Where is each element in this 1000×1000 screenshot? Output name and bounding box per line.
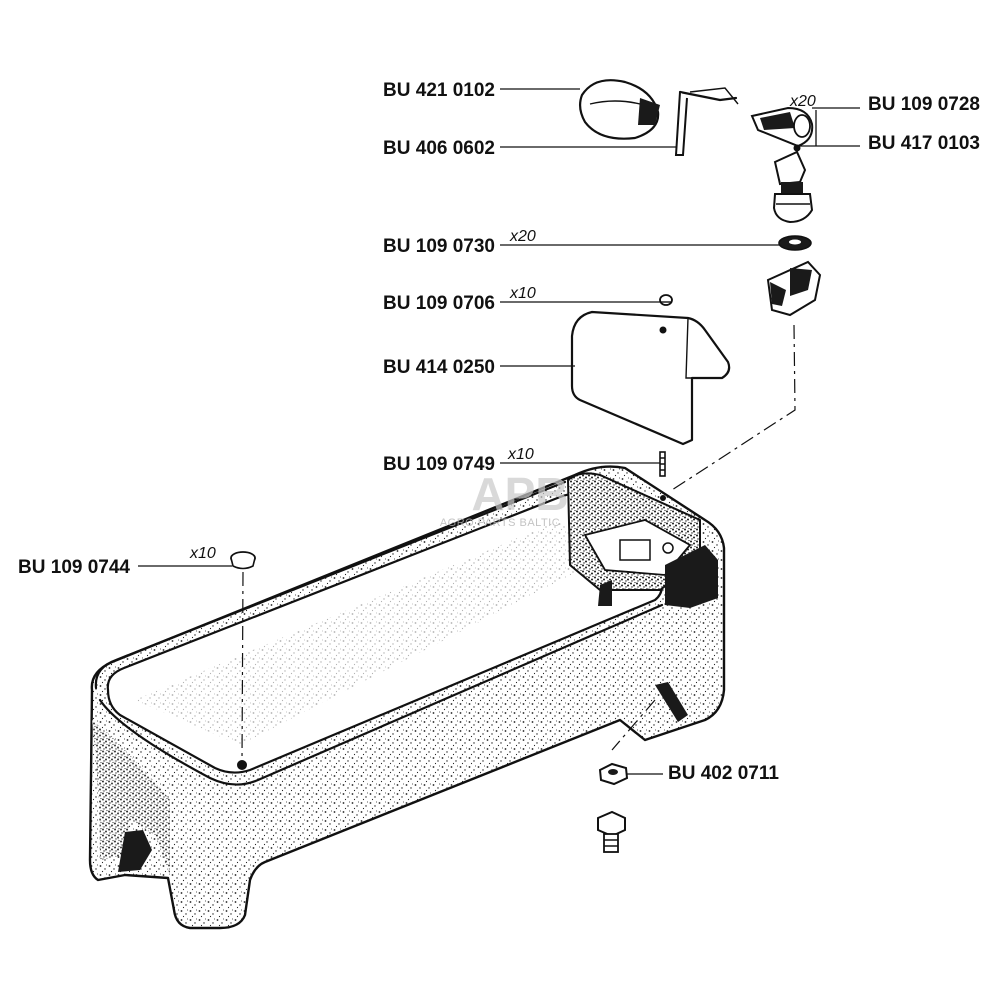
part-washer xyxy=(778,235,812,251)
trough xyxy=(88,465,726,930)
valve-housing-end xyxy=(665,545,718,608)
assembly-center-lines xyxy=(241,324,796,761)
part-code-label: BU 109 0744 xyxy=(18,557,130,578)
part-code-label: BU 417 0103 xyxy=(868,133,980,154)
valve-housing-tab xyxy=(598,580,612,606)
left-foot-slot xyxy=(118,830,152,872)
part-code-label: BU 109 0730 xyxy=(383,236,495,257)
right-foot-slot xyxy=(655,682,688,722)
part-valve-seat xyxy=(766,260,822,317)
part-code-label: BU 414 0250 xyxy=(383,357,495,378)
part-code-label: BU 402 0711 xyxy=(668,763,779,784)
part-float-ball xyxy=(578,79,660,140)
front-wall-shade xyxy=(92,720,170,875)
part-valve-body xyxy=(772,150,814,224)
part-lever-bracket xyxy=(674,87,739,156)
part-code-label: BU 109 0749 xyxy=(383,454,495,475)
part-valve-head xyxy=(750,106,814,148)
part-pin xyxy=(659,451,666,477)
part-cover-plate xyxy=(570,310,731,446)
basin-texture xyxy=(135,520,600,745)
part-qty-label: x10 xyxy=(509,285,536,302)
part-nut xyxy=(659,294,673,306)
trough-rim xyxy=(94,480,567,690)
leader-lines xyxy=(138,88,860,775)
part-code-label: BU 406 0602 xyxy=(383,138,495,159)
part-drain-nut xyxy=(598,762,629,786)
part-qty-label: x20 xyxy=(509,228,536,245)
part-plug xyxy=(230,551,256,570)
part-code-label: BU 109 0706 xyxy=(383,293,495,314)
part-qty-label: x10 xyxy=(507,446,534,463)
valve-mount-hole xyxy=(660,495,666,501)
drain-hole xyxy=(237,760,247,770)
watermark: APB AGRO PARTS BALTIC xyxy=(440,468,569,529)
part-code-label: BU 421 0102 xyxy=(383,80,495,101)
watermark-text: AGRO PARTS BALTIC xyxy=(440,517,560,529)
valve-housing-step xyxy=(619,539,651,561)
part-labels: BU 421 0102 BU 406 0602 x20 BU 109 0728 … xyxy=(18,80,980,784)
trough-rim-front xyxy=(98,603,664,786)
part-small-oring xyxy=(793,144,801,152)
part-qty-label: x20 xyxy=(789,93,816,110)
valve-housing-hole xyxy=(662,542,674,554)
part-drain-fitting xyxy=(597,810,626,853)
part-qty-label: x10 xyxy=(189,545,216,562)
watermark-logo: APB xyxy=(471,468,568,520)
part-code-label: BU 109 0728 xyxy=(868,94,980,115)
